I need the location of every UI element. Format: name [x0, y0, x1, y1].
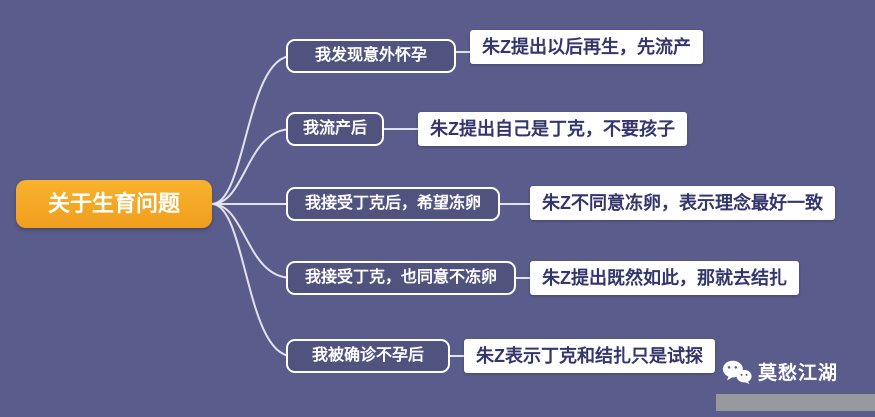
right-node: 朱Z提出自己是丁克，不要孩子 — [418, 112, 687, 146]
wechat-icon — [722, 360, 752, 384]
mid-node: 我发现意外怀孕 — [286, 39, 456, 73]
watermark-text: 莫愁江湖 — [758, 363, 839, 384]
mid-node: 我接受丁克后，希望冻卵 — [286, 187, 500, 221]
mid-node: 我被确诊不孕后 — [286, 339, 450, 373]
right-node: 朱Z提出既然如此，那就去结扎 — [530, 261, 799, 295]
mid-node: 我接受丁克，也同意不冻卵 — [286, 261, 516, 295]
watermark-bar — [716, 394, 875, 411]
root-topic-node: 关于生育问题 — [16, 180, 212, 228]
right-node: 朱Z不同意冻卵，表示理念最好一致 — [530, 186, 835, 220]
right-node: 朱Z表示丁克和结扎只是试探 — [464, 339, 715, 373]
right-node: 朱Z提出以后再生，先流产 — [470, 30, 703, 64]
mid-node: 我流产后 — [286, 112, 384, 146]
watermark: 莫愁江湖 — [722, 358, 838, 385]
